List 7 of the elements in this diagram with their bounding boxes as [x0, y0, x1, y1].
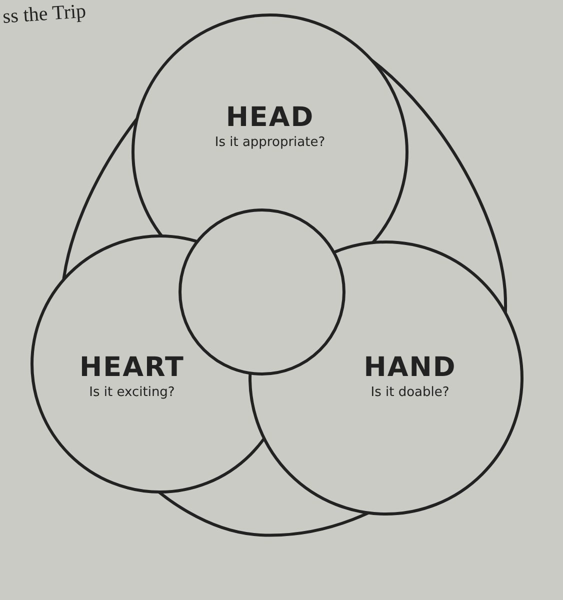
circle-question: Is it appropriate?: [214, 135, 326, 150]
circle-title: HEART: [80, 352, 184, 383]
circle-question: Is it doable?: [370, 385, 450, 400]
circle-question: Is it exciting?: [88, 385, 176, 400]
circle-title: HEAD: [224, 102, 316, 133]
page-text-fragment: ss the Trip: [2, 0, 87, 29]
circle-title: HAND: [364, 352, 456, 383]
